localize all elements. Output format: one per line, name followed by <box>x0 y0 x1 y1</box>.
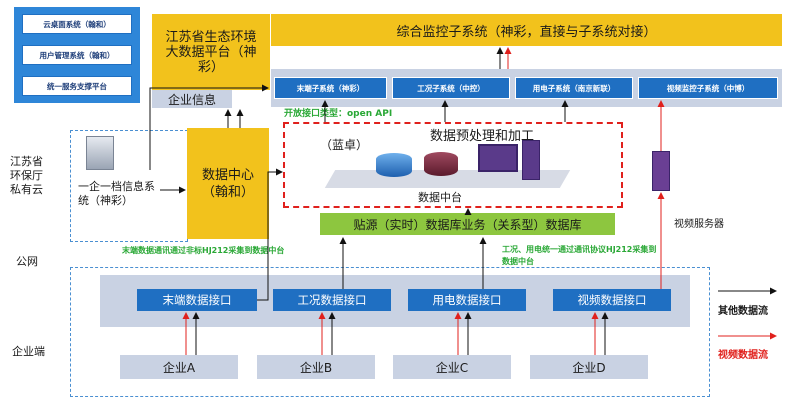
interface-video[interactable]: 视频数据接口 <box>553 289 671 311</box>
monitor-title: 综合监控子系统（神彩，直接与子系统对接） <box>396 24 657 40</box>
database-cylinder-red <box>424 152 458 176</box>
legend-other-label: 其他数据流 <box>718 306 768 317</box>
open-api-label: 开放接口类型：open API <box>284 109 393 119</box>
subsystem-condition[interactable]: 工况子系统（中控） <box>392 77 510 99</box>
workstation-icon <box>478 144 518 172</box>
database-box[interactable]: 贴源（实时）数据库业务（关系型）数据库 <box>320 213 615 235</box>
enterprise-c[interactable]: 企业C <box>393 355 511 379</box>
data-center-box[interactable]: 数据中心（翰和） <box>187 128 269 239</box>
enterprise-end-label: 企业端 <box>12 345 45 358</box>
one-enterprise-label: 一企一档信息系统（神彩） <box>78 180 155 207</box>
video-server-label: 视频服务器 <box>674 219 724 230</box>
note-left: 末端数据通讯通过非标HJ212采集到数据中台 <box>122 246 285 255</box>
province-cloud-label: 江苏省环保厅私有云 <box>10 155 43 196</box>
preprocess-title: 数据预处理和加工 <box>430 129 535 144</box>
database-cylinder-blue <box>376 153 412 177</box>
eco-platform-title: 江苏省生态环境大数据平台（神彩） <box>165 29 257 75</box>
enterprise-d[interactable]: 企业D <box>530 355 648 379</box>
enterprise-area <box>70 267 710 397</box>
subsystem-end[interactable]: 末端子系统（神彩） <box>274 77 387 99</box>
arrow-left-to-eco <box>149 84 269 170</box>
interface-condition[interactable]: 工况数据接口 <box>273 289 391 311</box>
eco-platform-box[interactable]: 江苏省生态环境大数据平台（神彩） <box>152 14 270 90</box>
interface-power[interactable]: 用电数据接口 <box>408 289 526 311</box>
enterprise-info-tag[interactable]: 企业信息 <box>152 90 232 108</box>
cloud-desktop-item[interactable]: 云桌面系统（翰和） <box>22 14 132 34</box>
interface-end[interactable]: 末端数据接口 <box>137 289 257 311</box>
enterprise-b[interactable]: 企业B <box>257 355 375 379</box>
legend-video-label: 视频数据流 <box>718 350 768 361</box>
unified-service-item[interactable]: 统一服务支撑平台 <box>22 76 132 96</box>
database-label: 贴源（实时）数据库业务（关系型）数据库 <box>353 217 582 232</box>
public-network-label: 公网 <box>16 255 38 268</box>
enterprise-a[interactable]: 企业A <box>120 355 238 379</box>
user-management-item[interactable]: 用户管理系统（翰和） <box>22 45 132 65</box>
data-platform-label: 数据中台 <box>418 191 462 204</box>
server-tower-icon <box>522 140 540 180</box>
note-right: 工况、用电统一通过通讯协议HJ212采集到数据中台 <box>502 245 657 266</box>
data-center-title: 数据中心（翰和） <box>201 167 254 200</box>
arrow-end-to-platform <box>257 168 283 301</box>
subsystem-video[interactable]: 视频监控子系统（中博） <box>638 77 778 99</box>
preprocess-box[interactable] <box>283 122 623 208</box>
subsystem-power[interactable]: 用电子系统（南京新联） <box>515 77 633 99</box>
computer-icon <box>86 136 114 170</box>
monitor-title-box[interactable]: 综合监控子系统（神彩，直接与子系统对接） <box>271 14 782 46</box>
video-server-icon <box>652 151 670 191</box>
preprocess-vendor: （蓝卓） <box>320 138 369 152</box>
